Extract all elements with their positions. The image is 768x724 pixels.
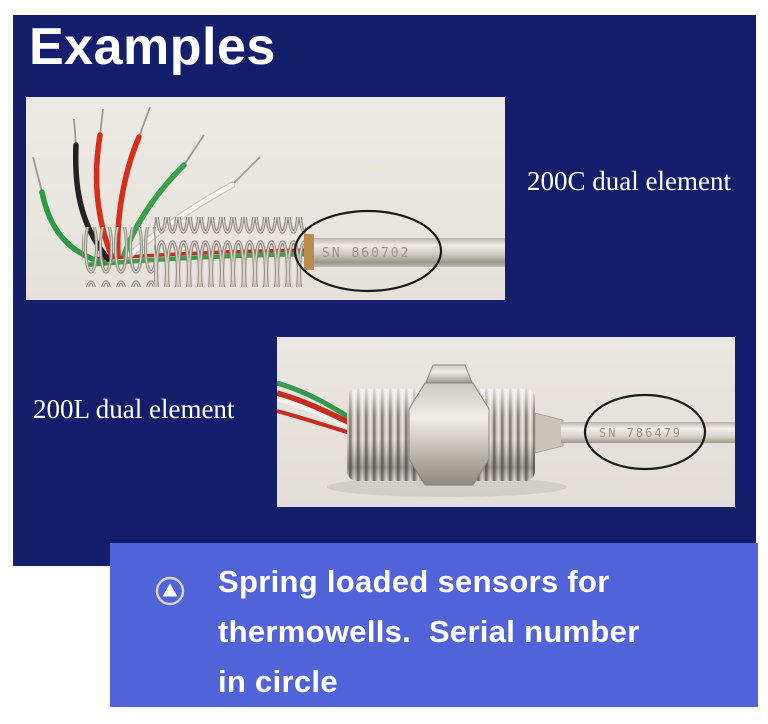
spring-loose-coils xyxy=(82,227,156,287)
serial-annotation-ellipse xyxy=(293,209,443,293)
caption-text: Spring loaded sensors for thermowells. S… xyxy=(218,557,640,707)
wire-tip xyxy=(138,106,151,138)
serial-number-text: SN 860702 xyxy=(322,246,410,261)
shadow xyxy=(327,477,567,497)
triangle-up-in-circle-icon xyxy=(155,576,185,606)
hex-cap xyxy=(424,364,474,386)
probe-tube xyxy=(314,238,505,267)
wire-tip xyxy=(99,108,104,136)
photo-label-200c: 200C dual element xyxy=(527,166,731,196)
serial-annotation-ellipse xyxy=(583,393,707,471)
slide-title: Examples xyxy=(29,18,276,76)
wire-tip xyxy=(73,118,77,146)
caption-line-3: in circle xyxy=(218,664,338,699)
hex-nut xyxy=(408,382,490,486)
sensor-photo-spring-wires: SN 860702 xyxy=(26,97,505,300)
caption-line-1: Spring loaded sensors for xyxy=(218,564,610,599)
photo-label-200l: 200L dual element xyxy=(33,394,235,424)
probe-rod xyxy=(561,422,735,443)
wire-tip xyxy=(183,134,205,166)
spring-armor xyxy=(154,217,306,287)
sensor-photo-threaded-fitting: SN 786479 xyxy=(277,337,735,507)
caption-line-2: thermowells. Serial number xyxy=(218,614,640,649)
caption-box: Spring loaded sensors for thermowells. S… xyxy=(110,543,758,707)
serial-number-text: SN 786479 xyxy=(599,426,682,440)
wire-tip xyxy=(231,156,261,186)
brass-ferrule xyxy=(304,234,314,270)
wire-tip xyxy=(32,156,43,193)
neck xyxy=(534,412,564,454)
